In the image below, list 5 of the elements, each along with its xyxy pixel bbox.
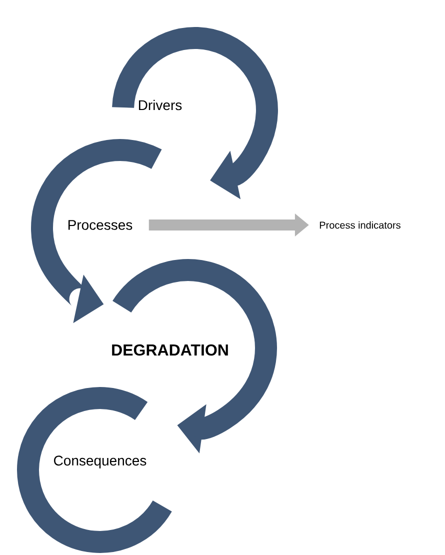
node-label: DEGRADATION xyxy=(112,344,228,356)
node-label: Consequences xyxy=(54,456,146,468)
node-label: Process indicators xyxy=(320,221,400,229)
node-label: Drivers xyxy=(138,100,182,110)
node-label: Processes xyxy=(68,220,132,230)
